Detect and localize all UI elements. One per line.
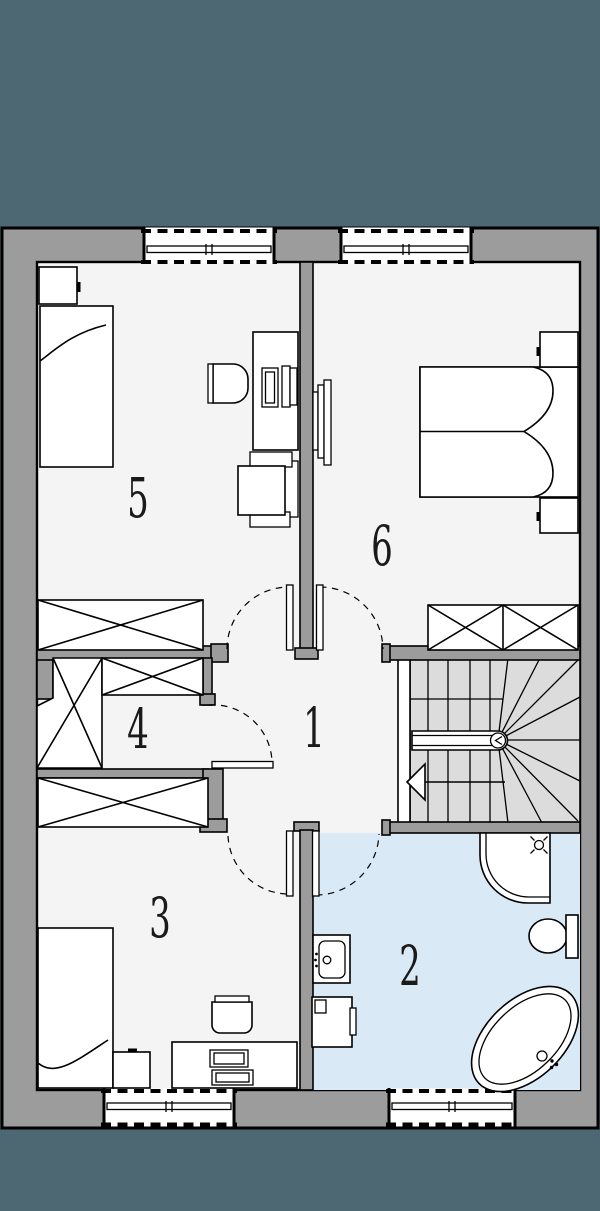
nightstand	[112, 1051, 151, 1089]
door-bathroom	[311, 830, 380, 897]
window-bottom-left	[101, 1088, 237, 1127]
wardrobe-room4-top	[101, 657, 204, 696]
svg-text:1: 1	[303, 697, 325, 761]
wall-under-room6-cap	[381, 643, 391, 663]
room-label-2: 2	[399, 935, 421, 999]
built-in-wardrobes	[36, 599, 579, 828]
svg-text:6: 6	[371, 515, 393, 579]
shower	[479, 832, 551, 904]
bed-pillow-line	[37, 1039, 109, 1070]
nightstand	[539, 331, 579, 368]
books-inner	[215, 1072, 250, 1083]
nightstand-handle	[76, 282, 81, 292]
books	[281, 365, 291, 408]
svg-text:2: 2	[399, 935, 421, 999]
stair-treads-lower	[427, 748, 491, 823]
wall-shelf	[312, 379, 332, 466]
sink-drain	[322, 955, 332, 965]
bed-single	[39, 305, 114, 468]
room-label-4: 4	[127, 698, 149, 762]
stair-newel	[489, 732, 507, 749]
bed-single	[37, 927, 114, 1089]
svg-text:3: 3	[149, 887, 171, 951]
windows	[101, 227, 518, 1127]
books-inner	[264, 371, 276, 404]
nightstand-handle	[536, 512, 541, 521]
room-label-1: 1	[303, 697, 325, 761]
svg-text:5: 5	[127, 467, 149, 531]
door-room4	[208, 704, 274, 769]
chair	[212, 363, 249, 404]
shower-head-icon	[533, 839, 545, 851]
stair-balustrade	[397, 657, 411, 824]
bed-pillow-line	[39, 324, 107, 362]
room-label-3: 3	[149, 887, 171, 951]
bathtub	[470, 985, 580, 1093]
office-chair	[237, 451, 299, 528]
door-room6	[315, 584, 384, 651]
washing-machine	[311, 996, 357, 1048]
bathtub-drain	[536, 1050, 548, 1062]
stair-direction-arrow	[405, 762, 426, 802]
stair-treads-upper	[427, 658, 491, 733]
wall-center-bottom	[299, 829, 314, 1091]
room-label-5: 5	[127, 467, 149, 531]
room-labels: 1 2 3 4 5 6	[127, 467, 421, 999]
nightstand-handle	[536, 347, 541, 356]
doors	[208, 584, 384, 897]
toilet	[528, 914, 579, 959]
room-label-6: 6	[371, 515, 393, 579]
svg-text:4: 4	[127, 698, 149, 762]
window-top-left	[141, 227, 277, 264]
wardrobe-room5	[37, 599, 204, 651]
stair-newel-arrow	[494, 735, 503, 746]
window-top-right	[338, 227, 474, 264]
dresser-room6	[427, 604, 579, 651]
nightstand-handle	[128, 1048, 137, 1053]
bathroom-fixtures	[311, 832, 580, 1093]
door-room3	[227, 830, 294, 897]
wall-center-top	[299, 261, 314, 653]
room6-furniture	[312, 331, 579, 534]
chair-back	[207, 363, 214, 404]
chair-back	[214, 995, 250, 1003]
wall-under-room5-cap	[210, 643, 229, 663]
wall-below-stairs	[388, 821, 581, 834]
nightstand	[539, 497, 579, 534]
window-bottom-right	[386, 1088, 518, 1127]
staircase	[397, 657, 581, 824]
wall-center-top-cap	[294, 647, 319, 660]
wall-below-stairs-cap	[381, 819, 391, 836]
wardrobe-room4-tall	[36, 657, 103, 769]
room3-furniture	[37, 927, 298, 1089]
wall-room4-room3	[36, 768, 209, 779]
wall-stub-room4-cap	[199, 693, 216, 706]
door-room5	[226, 584, 294, 651]
chair	[211, 1001, 253, 1034]
books	[289, 367, 298, 406]
books-inner	[213, 1052, 245, 1065]
wardrobe-room3	[37, 777, 209, 828]
room5-furniture	[38, 266, 299, 528]
nightstand	[38, 266, 78, 305]
sink	[312, 934, 351, 984]
